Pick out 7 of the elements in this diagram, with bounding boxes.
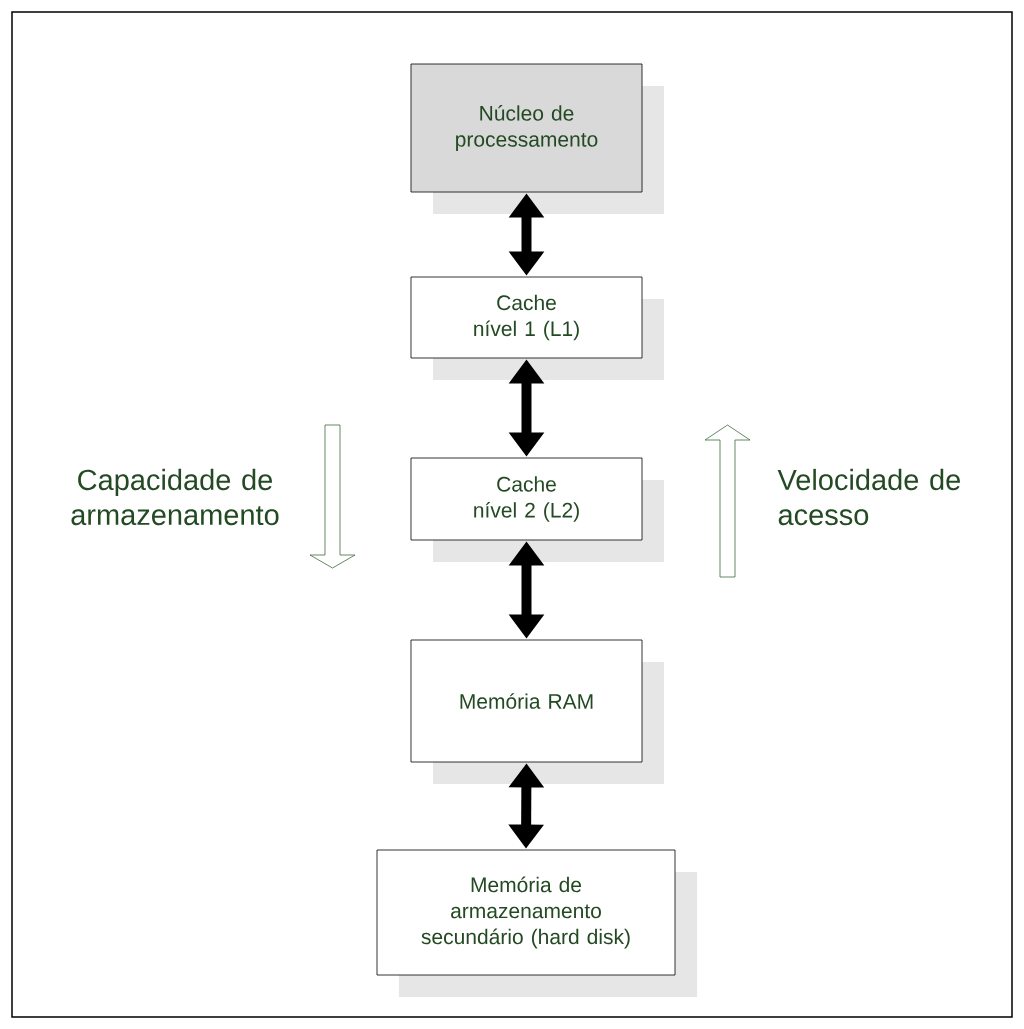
process-box: Cache nível 1 (L1): [410, 276, 664, 380]
side-label: Capacidade de armazenamento: [71, 468, 279, 526]
side-label: Velocidade de acesso: [777, 468, 960, 526]
process-box: Memória de armazenamento secundário (hard disk): [376, 849, 697, 997]
process-box: Cache nível 2 (L2): [410, 457, 664, 562]
process-box: Núcleo de processamento: [410, 63, 664, 214]
process-box: Memória RAM: [410, 639, 664, 784]
